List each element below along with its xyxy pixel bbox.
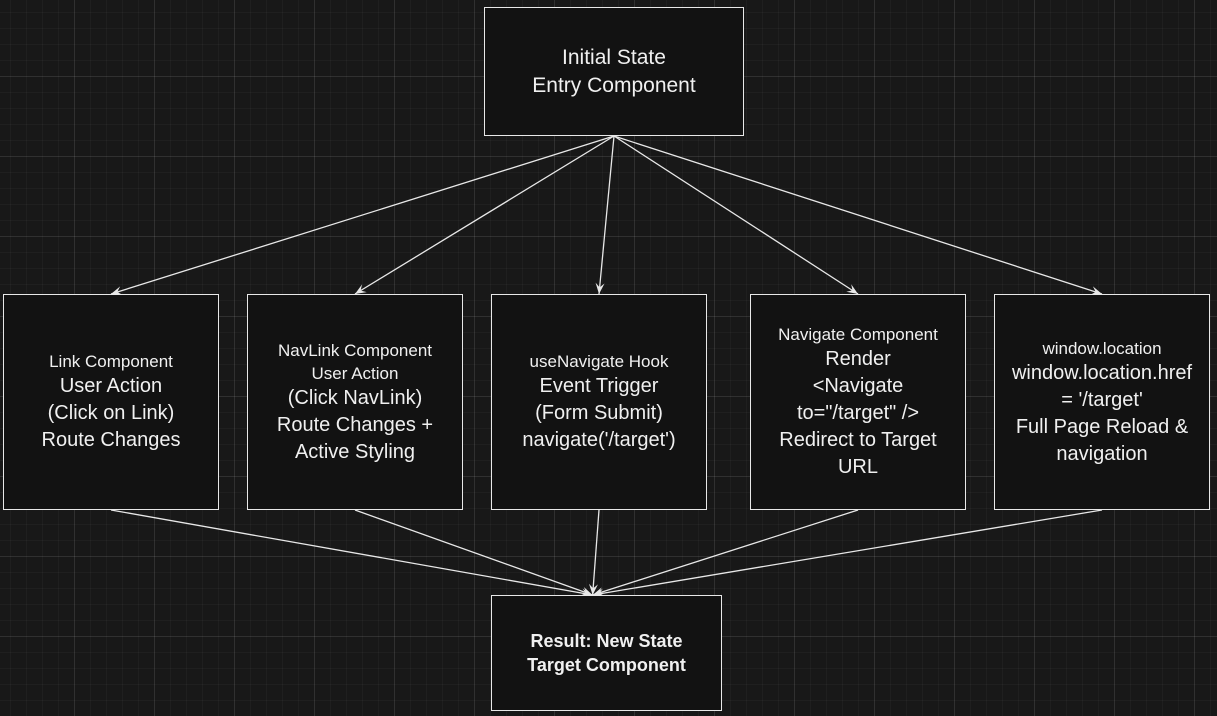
edge-initial-to-navlink xyxy=(354,135,615,295)
navlink-component-line: (Click NavLink) xyxy=(287,386,423,409)
arrowhead-initial-to-link xyxy=(111,286,123,295)
usenavigate-hook-line: Event Trigger xyxy=(539,375,659,397)
usenavigate-hook-line: (Form Submit) xyxy=(535,402,663,424)
arrowhead-initial-to-navlink xyxy=(355,284,367,294)
navigate-component-line: Render xyxy=(825,348,891,370)
result-state-node[interactable]: Result: New State Target Component xyxy=(491,595,722,711)
arrowhead-usenavigate-to-result xyxy=(588,583,598,595)
navlink-component-line: User Action xyxy=(311,363,399,383)
navigate-component-line: Redirect to Target xyxy=(779,429,937,451)
link-component-title: Link Component xyxy=(49,352,173,371)
navlink-component-line: Active Styling xyxy=(294,440,416,463)
window-location-node[interactable]: window.location window.location.href = '… xyxy=(994,294,1210,510)
navigate-component-line: to="/target" /> xyxy=(796,402,920,424)
navlink-component-title: NavLink Component xyxy=(277,340,433,360)
edge-initial-to-usenavigate xyxy=(598,135,615,295)
edge-link-to-result xyxy=(110,509,593,596)
edge-window_location-to-result xyxy=(592,509,1103,596)
edge-navlink-to-result xyxy=(354,509,593,596)
usenavigate-hook-title: useNavigate Hook xyxy=(529,352,669,371)
usenavigate-hook-line: navigate('/target') xyxy=(522,429,676,451)
navigate-component-node[interactable]: Navigate Component Render <Navigate to="… xyxy=(750,294,966,510)
link-component-node[interactable]: Link Component User Action (Click on Lin… xyxy=(3,294,219,510)
navlink-component-node[interactable]: NavLink Component User Action (Click Nav… xyxy=(247,294,463,510)
navigate-component-line: <Navigate xyxy=(812,375,904,397)
initial-state-subtitle: Entry Component xyxy=(532,73,696,97)
window-location-line: = '/target' xyxy=(1061,388,1143,411)
window-location-line: navigation xyxy=(1056,442,1148,465)
edge-initial-to-link xyxy=(110,135,615,295)
navigate-component-title: Navigate Component xyxy=(778,325,938,344)
edge-navigate_component-to-result xyxy=(592,509,859,596)
navigate-component-line: URL xyxy=(837,456,878,478)
initial-state-node[interactable]: Initial State Entry Component xyxy=(484,7,744,136)
window-location-title: window.location xyxy=(1042,338,1162,358)
arrowhead-navlink-to-result xyxy=(580,587,593,596)
arrowhead-initial-to-navigate_component xyxy=(846,284,858,294)
edge-initial-to-window_location xyxy=(613,135,1103,295)
edge-usenavigate-to-result xyxy=(591,509,600,596)
result-state-title: Result: New State xyxy=(530,631,683,651)
navlink-component-line: Route Changes + xyxy=(276,413,434,436)
link-component-line: (Click on Link) xyxy=(47,402,175,424)
link-component-line: Route Changes xyxy=(41,429,181,451)
edge-initial-to-navigate_component xyxy=(613,135,859,295)
initial-state-title: Initial State xyxy=(562,45,666,69)
window-location-line: Full Page Reload & xyxy=(1015,415,1189,438)
result-state-subtitle: Target Component xyxy=(527,655,686,675)
window-location-line: window.location.href xyxy=(1011,361,1193,384)
usenavigate-hook-node[interactable]: useNavigate Hook Event Trigger (Form Sub… xyxy=(491,294,707,510)
arrowhead-initial-to-usenavigate xyxy=(595,282,605,294)
link-component-line: User Action xyxy=(59,375,163,397)
arrowhead-initial-to-window_location xyxy=(1090,286,1102,295)
